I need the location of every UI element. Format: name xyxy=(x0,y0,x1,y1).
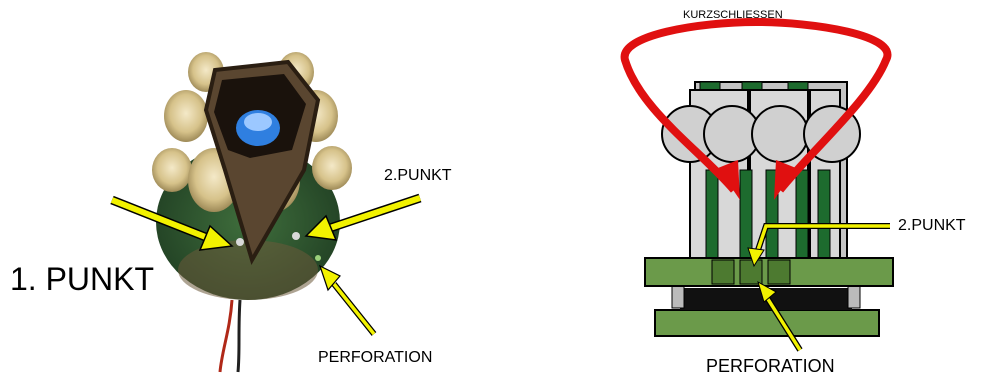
arrow-point2-right xyxy=(747,223,890,268)
arrow-perforation-right xyxy=(757,280,803,352)
label-point1: 1. PUNKT xyxy=(10,261,154,297)
arrow-point2-left xyxy=(304,193,422,241)
led-module-photo xyxy=(152,52,352,373)
arrow-perforation-left xyxy=(318,264,377,336)
label-point2-left: 2.PUNKT xyxy=(384,167,452,184)
arrow-point1 xyxy=(110,195,234,251)
label-perforation-left: PERFORATION xyxy=(318,349,432,366)
label-short-circuit: KURZSCHLIESSEN xyxy=(683,9,783,21)
label-point2-right: 2.PUNKT xyxy=(898,217,966,234)
short-circuit-loop xyxy=(620,17,892,200)
label-perforation-right: PERFORATION xyxy=(706,356,835,376)
